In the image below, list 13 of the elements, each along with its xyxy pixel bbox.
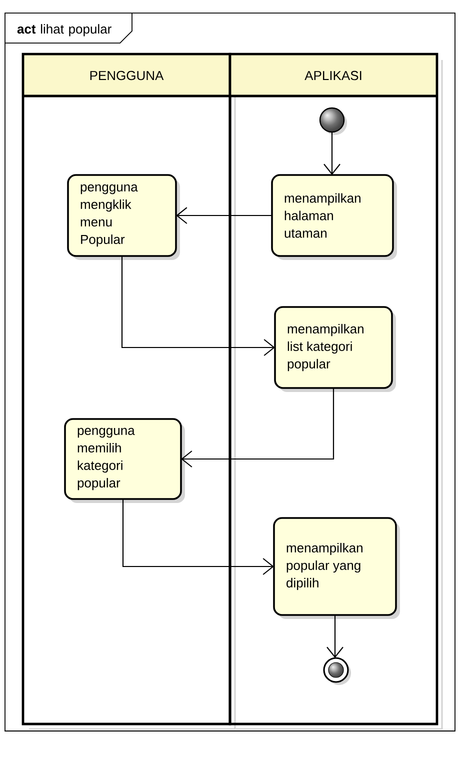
action-box: menampilkan popular yang dipilih: [273, 517, 400, 619]
action-box: pengguna memilih kategori popular: [64, 418, 185, 503]
arrow: [326, 615, 344, 658]
action-box: pengguna mengklik menu Popular: [67, 174, 180, 260]
arrow: [122, 499, 274, 575]
final-node: [323, 657, 351, 685]
arrow: [324, 132, 340, 176]
action-box: menampilkan list kategori popular: [274, 306, 396, 392]
arrow: [121, 256, 275, 356]
action-box: menampilkan halaman utaman: [271, 174, 397, 260]
arrow: [181, 388, 334, 468]
initial-node: [319, 107, 347, 135]
arrow: [176, 207, 272, 224]
